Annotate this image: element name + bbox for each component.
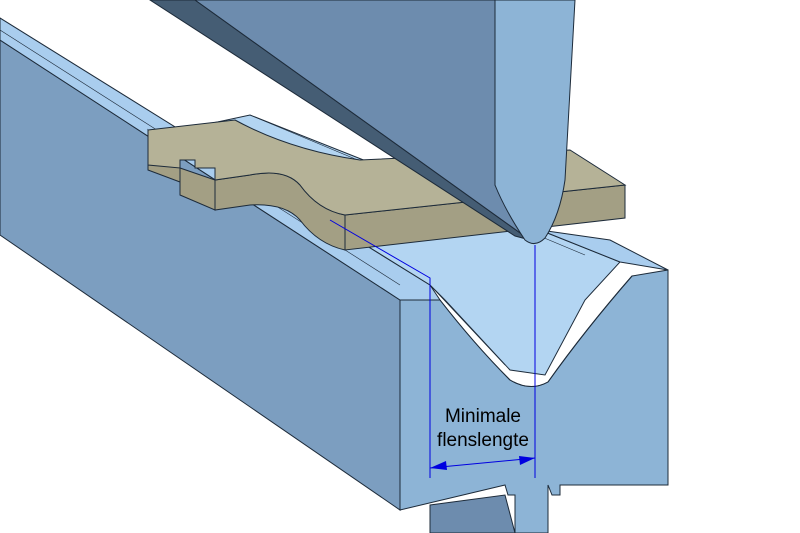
die-groove-edge-line (439, 275, 633, 387)
dimension-extension-left (329, 219, 431, 478)
dimension-line (429, 457, 536, 469)
die-tang (429, 494, 516, 533)
dimension-arrow-left (430, 461, 447, 470)
minimum-flange-length-dimension (329, 219, 536, 478)
punch-front-face (494, 0, 576, 244)
dimension-arrow-right (519, 456, 535, 465)
dimension-label: Minimale flenslengte (418, 405, 548, 453)
dimension-label-line2: flenslengte (437, 430, 529, 451)
bending-punch (149, 0, 576, 244)
dimension-label-line1: Minimale (444, 406, 522, 427)
die-groove-far-line (429, 284, 506, 366)
